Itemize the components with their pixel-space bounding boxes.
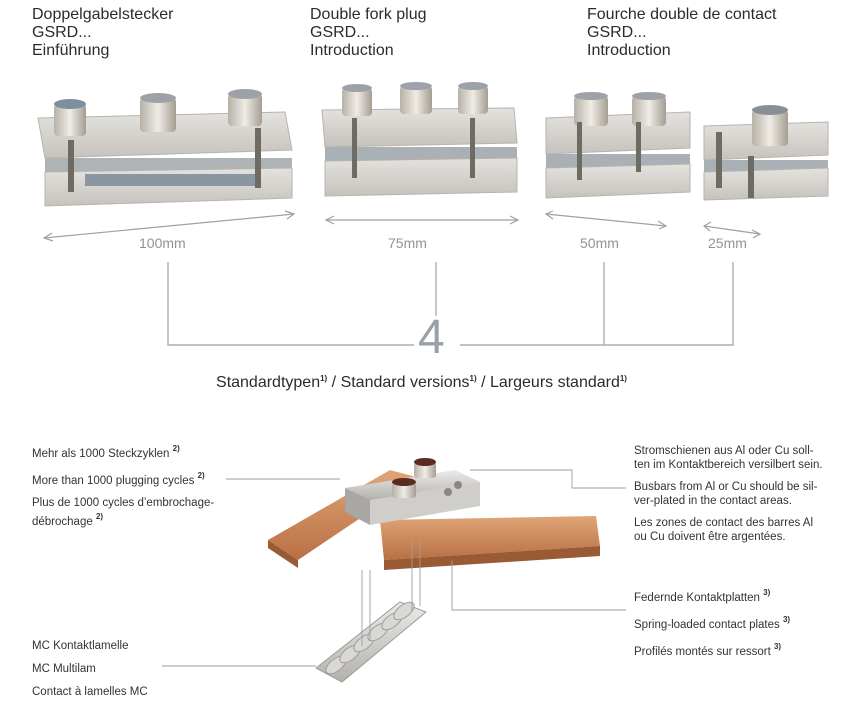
multilam-de: MC Kontaktlamelle xyxy=(32,640,129,652)
header-line3: Einführung xyxy=(32,42,110,59)
header-line2: GSRD... xyxy=(310,24,370,41)
standard-de: Standardtypen xyxy=(216,374,321,391)
leader-lines xyxy=(162,469,626,667)
dimension-label-25mm: 25mm xyxy=(708,235,747,251)
multilam-note: MC Kontaktlamelle MC Multilam Contact à … xyxy=(32,639,212,699)
header-line1: Fourche double de contact xyxy=(587,6,777,23)
footnote-marker: 1) xyxy=(320,374,328,383)
standard-fr: Largeurs standard xyxy=(490,374,620,391)
footnote-marker: 2) xyxy=(95,512,104,521)
plates-fr: Profilés montés sur ressort xyxy=(634,646,771,658)
busbar-fr-line2: ou Cu doivent être argentées. xyxy=(634,531,786,543)
dimension-label-75mm: 75mm xyxy=(388,235,427,251)
plates-en: Spring-loaded contact plates xyxy=(634,619,780,631)
header-line2: GSRD... xyxy=(587,24,647,41)
standard-en: Standard versions xyxy=(340,374,470,391)
footnote-marker: 3) xyxy=(763,588,771,597)
footnote-marker: 3) xyxy=(773,642,782,651)
header-line1: Doppelgabelstecker xyxy=(32,6,174,23)
header-line3: Introduction xyxy=(310,42,394,59)
footnote-marker: 2) xyxy=(197,471,205,480)
header-line3: Introduction xyxy=(587,42,671,59)
footnote-marker: 1) xyxy=(469,374,477,383)
dimension-arrows xyxy=(42,210,762,242)
cycles-fr-line2: débrochage xyxy=(32,516,93,528)
header-french: Fourche double de contact GSRD... Introd… xyxy=(587,6,776,60)
plug-50mm-image xyxy=(545,92,691,199)
header-line2: GSRD... xyxy=(32,24,92,41)
footnote-marker: 1) xyxy=(619,374,627,383)
header-english: Double fork plug GSRD... Introduction xyxy=(310,6,427,60)
header-german: Doppelgabelstecker GSRD... Einführung xyxy=(32,6,173,60)
busbar-en-line2: ver-plated in the contact areas. xyxy=(634,495,792,507)
standard-versions-line: Standardtypen1) / Standard versions1) / … xyxy=(0,374,843,392)
standard-count: 4 xyxy=(418,311,445,364)
busbar-fr-line1: Les zones de contact des barres Al xyxy=(634,517,813,529)
separator: / xyxy=(327,374,341,391)
busbar-assembly-image xyxy=(268,458,600,570)
header-line1: Double fork plug xyxy=(310,6,427,23)
plug-75mm-image xyxy=(321,82,518,197)
cycles-de: Mehr als 1000 Steckzyklen xyxy=(32,448,170,460)
multilam-strip-image xyxy=(315,601,427,683)
multilam-en: MC Multilam xyxy=(32,663,96,675)
separator: / xyxy=(476,374,490,391)
plug-100mm-image xyxy=(37,89,293,207)
busbar-note: Stromschienen aus Al oder Cu soll-ten im… xyxy=(634,444,839,544)
plates-de: Federnde Kontaktplatten xyxy=(634,592,760,604)
dimension-label-50mm: 50mm xyxy=(580,235,619,251)
footnote-marker: 2) xyxy=(172,444,180,453)
busbar-en-line1: Busbars from Al or Cu should be sil- xyxy=(634,481,818,493)
busbar-de-line1: Stromschienen aus Al oder Cu soll- xyxy=(634,445,814,457)
cycles-en: More than 1000 plugging cycles xyxy=(32,475,195,487)
busbar-de-line2: ten im Kontaktbereich versilbert sein. xyxy=(634,459,823,471)
multilam-fr: Contact à lamelles MC xyxy=(32,686,148,698)
footnote-marker: 3) xyxy=(782,615,791,624)
bracket-lines xyxy=(167,262,734,346)
contact-plates-note: Federnde Kontaktplatten 3) Spring-loaded… xyxy=(634,586,839,659)
plug-25mm-image xyxy=(703,105,829,201)
dimension-label-100mm: 100mm xyxy=(139,235,186,251)
cycles-fr-line1: Plus de 1000 cycles d’embrochage- xyxy=(32,497,215,509)
plugging-cycles-note: Mehr als 1000 Steckzyklen 2) More than 1… xyxy=(32,442,242,529)
